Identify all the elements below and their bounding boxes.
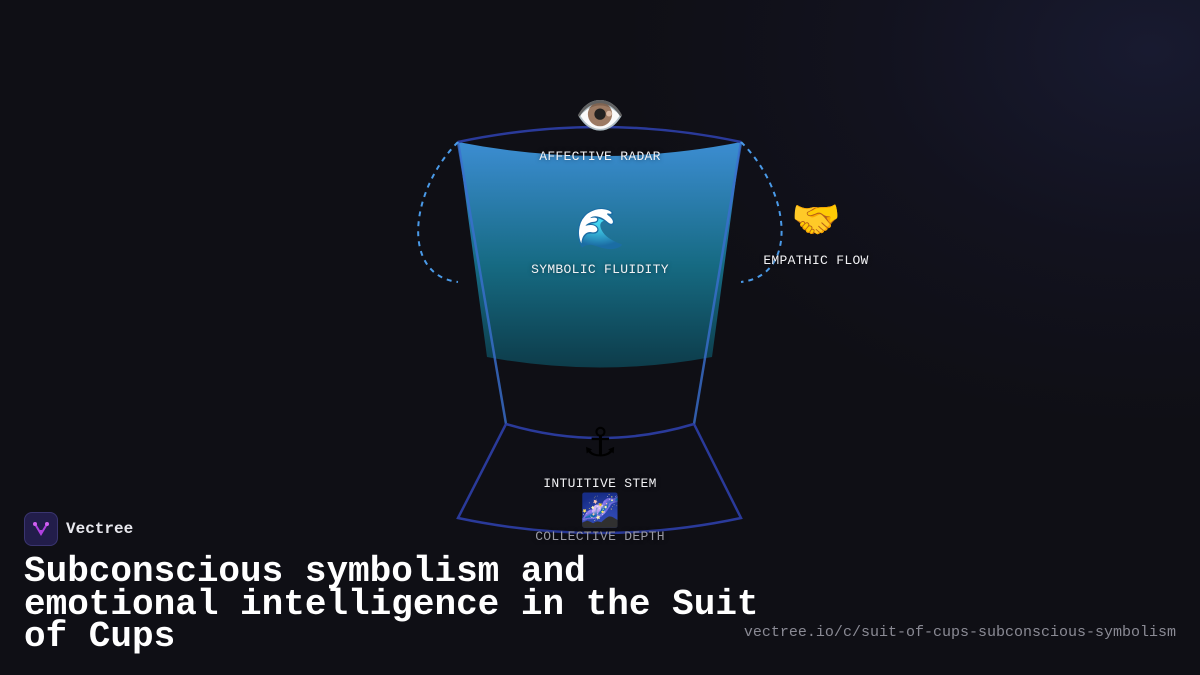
eye-icon: 👁️ xyxy=(575,93,625,139)
vectree-logo xyxy=(24,512,58,546)
node-label-collective-depth: COLLECTIVE DEPTH xyxy=(535,529,665,544)
cup-rim xyxy=(457,125,742,144)
anchor-icon: ⚓ xyxy=(582,420,618,466)
node-label-symbolic-fluidity: SYMBOLIC FLUIDITY xyxy=(531,262,669,277)
cup-bowl-fill xyxy=(458,142,741,368)
cup-base xyxy=(456,423,743,535)
handshake-icon: 🤝 xyxy=(791,197,841,243)
milky-way-icon: 🌌 xyxy=(580,491,620,529)
left-handle xyxy=(417,141,459,283)
water-wave-icon: 🌊 xyxy=(575,206,625,252)
node-label-intuitive-stem: INTUITIVE STEM xyxy=(543,476,657,491)
brand: Vectree xyxy=(24,512,133,546)
cup-right-side xyxy=(692,141,743,425)
page-url: vectree.io/c/suit-of-cups-subconscious-s… xyxy=(743,624,1176,641)
cup-left-side xyxy=(456,141,508,425)
node-label-empathic-flow: EMPATHIC FLOW xyxy=(763,253,869,268)
cup-stem-top xyxy=(505,422,695,440)
page-title: Subconscious symbolism and emotional int… xyxy=(24,551,759,657)
right-handle xyxy=(740,141,783,283)
brand-name: Vectree xyxy=(66,520,134,538)
node-label-affective-radar: AFFECTIVE RADAR xyxy=(539,149,661,164)
